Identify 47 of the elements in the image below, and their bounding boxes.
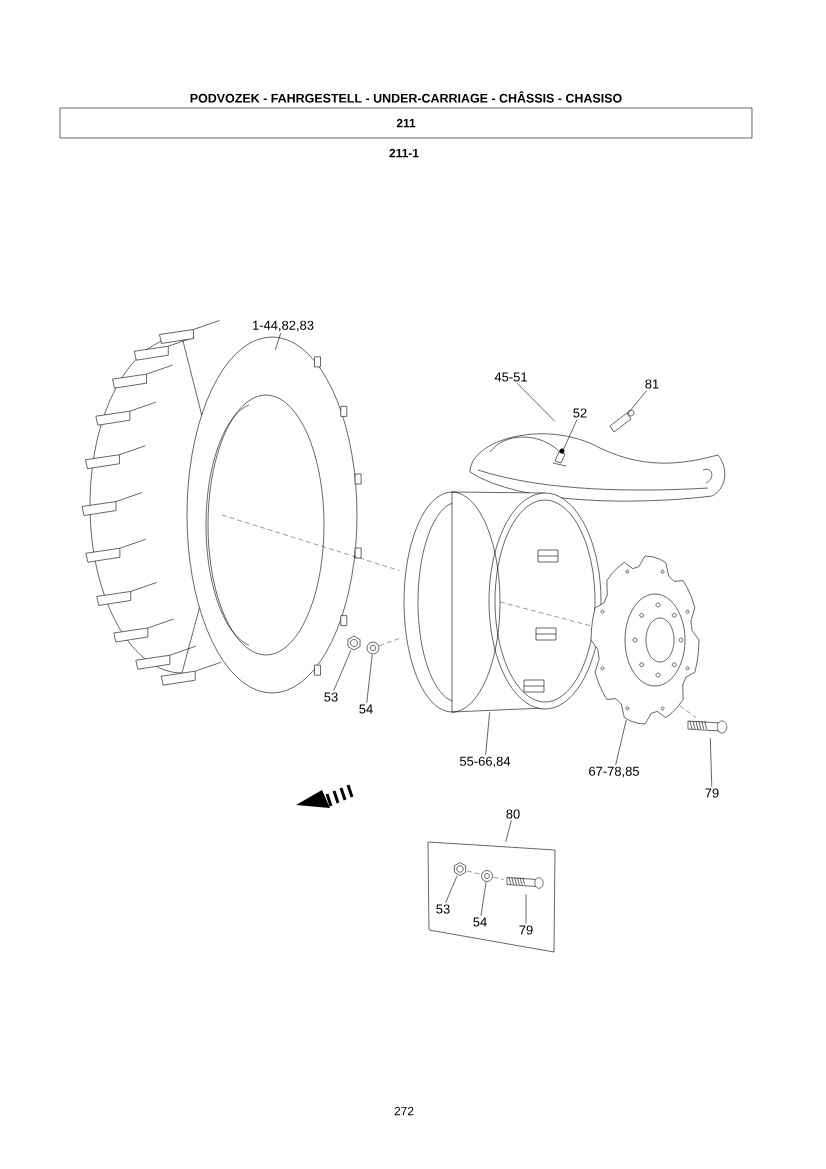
header-band: 211 bbox=[59, 107, 753, 139]
leader-line bbox=[445, 875, 458, 903]
centre-line bbox=[679, 705, 697, 718]
callout-number: 55-66,84 bbox=[459, 756, 511, 768]
title: PODVOZEK - FAHRGESTELL - UNDER-CARRIAGE - CHÂSSIS - CHASISO bbox=[190, 91, 622, 103]
nut-drawing bbox=[347, 635, 361, 651]
callout-number: 54 bbox=[473, 917, 487, 927]
leader-line bbox=[485, 712, 490, 756]
leader-line bbox=[480, 881, 487, 916]
callout-number: 81 bbox=[645, 379, 659, 389]
callout-number: 54 bbox=[359, 704, 373, 714]
centre-line bbox=[379, 637, 401, 646]
leader-line bbox=[627, 390, 648, 415]
centre-line bbox=[499, 601, 591, 626]
callout-number: 79 bbox=[705, 788, 719, 798]
leader-line bbox=[525, 893, 527, 924]
callout-number: 53 bbox=[324, 692, 338, 702]
callout-number: 1-44,82,83 bbox=[253, 320, 314, 332]
wheel-disc-drawing bbox=[590, 555, 700, 725]
leader-line bbox=[710, 737, 713, 787]
leader-line bbox=[333, 649, 352, 691]
callout-number: 79 bbox=[519, 925, 533, 935]
leader-line bbox=[274, 332, 281, 351]
tube-drawing bbox=[469, 433, 726, 502]
washer-drawing bbox=[481, 870, 493, 882]
page-number: 272 bbox=[394, 1106, 414, 1116]
callout-number: 52 bbox=[573, 408, 587, 418]
callout-number: 80 bbox=[506, 809, 520, 819]
valve-extension-drawing bbox=[609, 409, 635, 433]
leader-line bbox=[366, 654, 373, 703]
nut-drawing bbox=[454, 862, 466, 876]
callout-number: 45-51 bbox=[494, 372, 527, 382]
centre-line bbox=[466, 870, 482, 875]
callout-number: 53 bbox=[436, 904, 450, 914]
centre-line bbox=[492, 877, 504, 880]
leader-line bbox=[563, 419, 578, 450]
bolt-drawing bbox=[687, 720, 728, 734]
rim-drawing bbox=[403, 491, 602, 713]
leader-line bbox=[615, 719, 627, 766]
bolt-drawing bbox=[506, 877, 544, 889]
washer-drawing bbox=[366, 641, 380, 655]
leader-line bbox=[505, 820, 512, 843]
callout-number: 67-78,85 bbox=[589, 766, 639, 778]
centre-line bbox=[221, 514, 400, 571]
valve-drawing bbox=[552, 448, 567, 467]
kit-card bbox=[427, 841, 556, 953]
leader-line bbox=[516, 383, 556, 422]
